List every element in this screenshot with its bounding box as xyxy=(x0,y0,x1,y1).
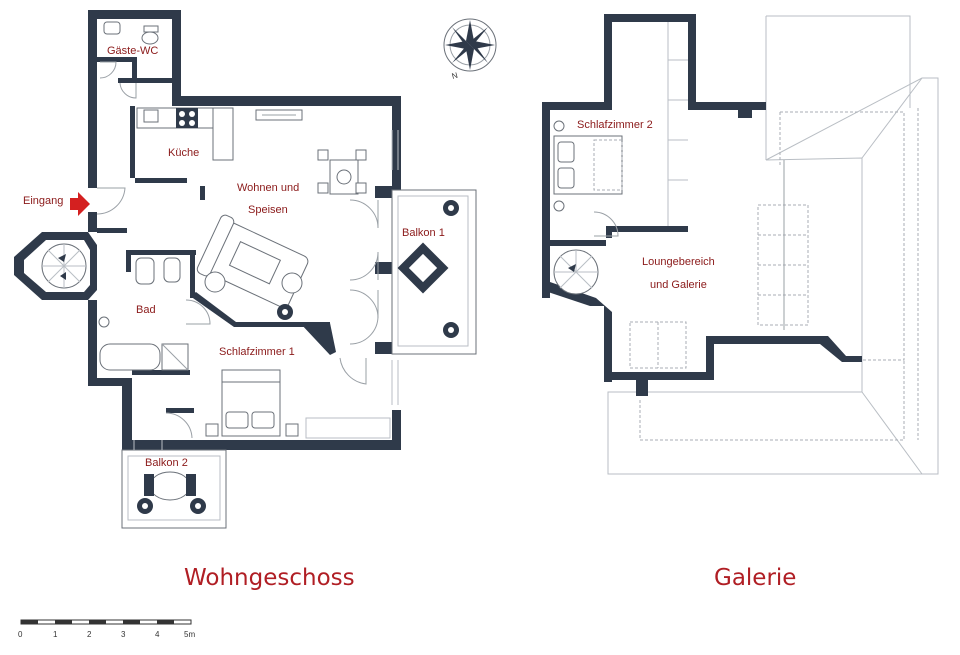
label-bad: Bad xyxy=(136,304,156,316)
label-wohnen-line1: Wohnen und xyxy=(237,182,299,194)
scale-tick-5: 5m xyxy=(184,630,195,639)
title-wohngeschoss: Wohngeschoss xyxy=(184,565,355,591)
galerie-plan xyxy=(542,14,939,475)
title-galerie: Galerie xyxy=(714,565,796,591)
label-kueche: Küche xyxy=(168,147,199,159)
scale-bar: 0 1 2 3 4 5m xyxy=(18,619,195,639)
compass-n-label: N xyxy=(451,71,459,81)
label-eingang: Eingang xyxy=(23,195,63,207)
scale-tick-4: 4 xyxy=(155,630,160,639)
label-schlafzimmer-1: Schlafzimmer 1 xyxy=(219,346,295,358)
label-gaeste-wc: Gäste-WC xyxy=(107,45,158,57)
label-balkon-2: Balkon 2 xyxy=(145,457,188,469)
label-schlafzimmer-2: Schlafzimmer 2 xyxy=(577,119,653,131)
scale-tick-3: 3 xyxy=(121,630,126,639)
scale-tick-1: 1 xyxy=(53,630,58,639)
scale-tick-0: 0 xyxy=(18,630,23,639)
wohngeschoss-plan xyxy=(14,10,477,529)
label-loungebereich: Loungebereich xyxy=(642,256,715,268)
label-balkon-1: Balkon 1 xyxy=(402,227,445,239)
label-galerie-room: und Galerie xyxy=(650,279,707,291)
scale-tick-2: 2 xyxy=(87,630,92,639)
label-wohnen-line2: Speisen xyxy=(248,204,288,216)
entrance-arrow-icon xyxy=(70,192,90,216)
compass-rose-icon xyxy=(443,18,497,72)
